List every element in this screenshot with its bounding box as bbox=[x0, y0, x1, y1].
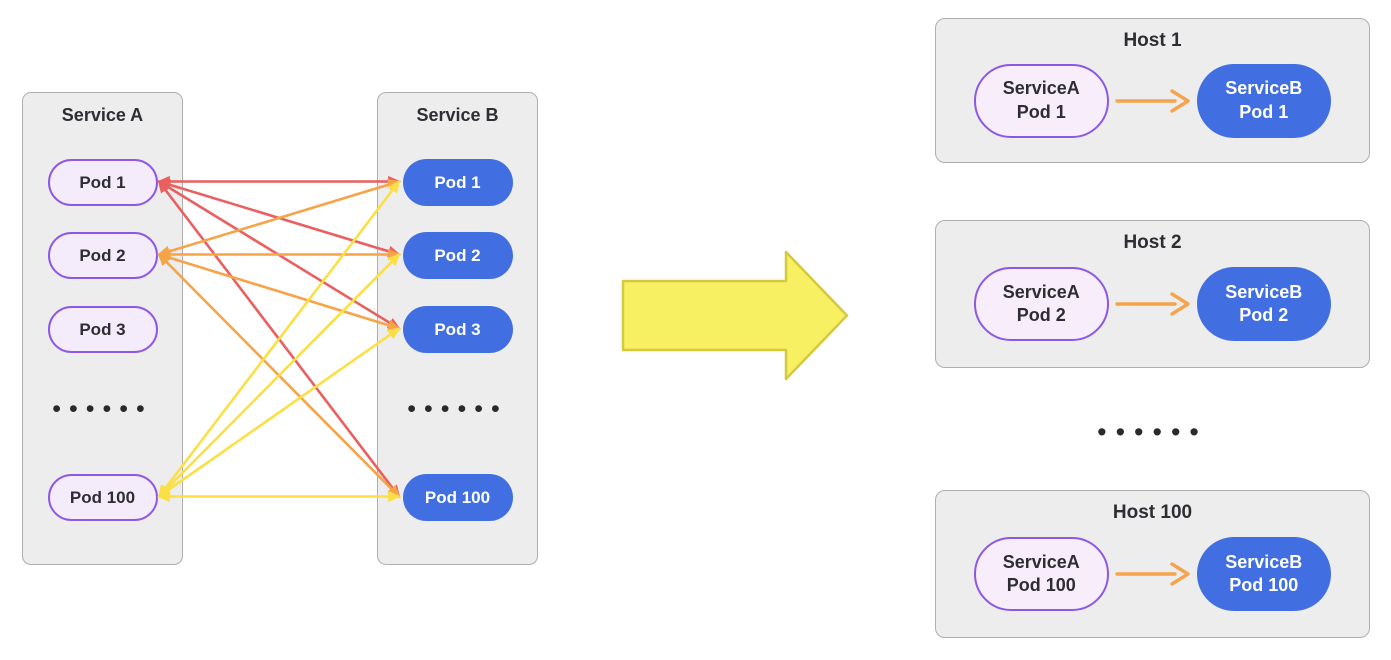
service-a-panel: Service A Pod 1 Pod 2 Pod 3 Pod 100 •••••• bbox=[22, 92, 183, 565]
mesh-edge bbox=[157, 253, 401, 498]
service-a-pod: Pod 2 bbox=[47, 232, 158, 279]
host-pod-b-line2: Pod 100 bbox=[1229, 575, 1299, 595]
hosts-ellipsis: •••••• bbox=[1097, 417, 1208, 447]
mesh-edge bbox=[157, 179, 401, 499]
host-title: Host 100 bbox=[1112, 502, 1193, 523]
service-a-pod: Pod 100 bbox=[47, 474, 158, 521]
service-b-ellipsis: •••••• bbox=[407, 395, 508, 423]
host-title: Host 1 bbox=[1123, 30, 1182, 51]
service-b-title: Service B bbox=[416, 105, 499, 125]
host-pod-a-line2: Pod 1 bbox=[1016, 101, 1066, 122]
host-connection-arrow-icon bbox=[1114, 88, 1190, 113]
host-pod-b-line1: ServiceB bbox=[1225, 551, 1303, 572]
host-row: ServiceA Pod 100 ServiceB Pod 100 bbox=[974, 523, 1331, 625]
mesh-edge bbox=[157, 253, 401, 498]
host-pod-b-line1: ServiceB bbox=[1225, 78, 1303, 99]
service-b-pod: Pod 3 bbox=[402, 306, 513, 353]
service-b-panel: Service B Pod 1 Pod 2 Pod 3 Pod 100 •••••• bbox=[377, 92, 538, 565]
mesh-edge bbox=[157, 179, 401, 499]
host-pod-a-line1: ServiceA bbox=[1002, 78, 1080, 99]
service-a-pod: Pod 1 bbox=[47, 159, 158, 206]
service-a-title: Service A bbox=[61, 105, 144, 125]
mesh-edge bbox=[157, 179, 401, 257]
mesh-edge bbox=[157, 180, 401, 330]
host-pod-service-b: ServiceB Pod 100 bbox=[1196, 537, 1331, 611]
host-connection-arrow-icon bbox=[1114, 292, 1190, 316]
mesh-edge bbox=[157, 179, 401, 257]
host-pod-b-line2: Pod 2 bbox=[1239, 305, 1289, 325]
host-pod-service-b: ServiceB Pod 2 bbox=[1196, 267, 1331, 341]
host-title: Host 2 bbox=[1123, 232, 1182, 253]
host-pod-a-line2: Pod 100 bbox=[1006, 575, 1076, 595]
host-pod-a-line2: Pod 2 bbox=[1016, 305, 1066, 325]
mesh-edge bbox=[157, 252, 401, 331]
host-pod-a-line1: ServiceA bbox=[1002, 281, 1080, 302]
transform-arrow bbox=[621, 250, 849, 381]
mesh-edge bbox=[157, 327, 401, 498]
service-b-pod: Pod 100 bbox=[402, 474, 513, 521]
host-connection-arrow-icon bbox=[1114, 562, 1190, 586]
service-b-pod: Pod 1 bbox=[402, 159, 513, 206]
service-a-pod: Pod 3 bbox=[47, 306, 158, 353]
host-pod-b-line1: ServiceB bbox=[1225, 281, 1303, 302]
service-a-ellipsis: •••••• bbox=[52, 395, 153, 423]
host-pod-b-line2: Pod 1 bbox=[1239, 101, 1289, 122]
service-b-pod: Pod 2 bbox=[402, 232, 513, 279]
host-pod-service-a: ServiceA Pod 2 bbox=[974, 267, 1109, 341]
host-pod-service-a: ServiceA Pod 100 bbox=[974, 537, 1109, 611]
host-pod-a-line1: ServiceA bbox=[1002, 551, 1080, 572]
mesh-edges bbox=[156, 175, 402, 503]
host-card: Host 2 ServiceA Pod 2 ServiceB Pod 2 bbox=[935, 220, 1370, 368]
host-row: ServiceA Pod 2 ServiceB Pod 2 bbox=[974, 253, 1331, 355]
